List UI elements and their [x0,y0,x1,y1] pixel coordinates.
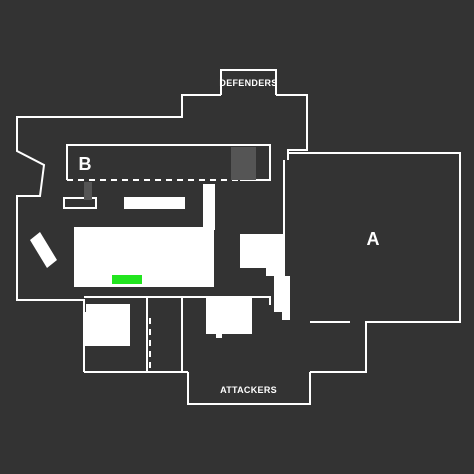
obstacle-lower-box [206,298,252,334]
site-a-label: A [367,229,380,249]
site-a-wall [287,152,461,373]
obstacle-lower-box-tab [216,334,222,338]
attackers-label: ATTACKERS [220,385,277,395]
obstacle-a-stair [274,276,290,320]
map-obstacles [30,184,290,346]
map-dashed-edges [67,179,240,368]
defenders-label: DEFENDERS [219,78,277,88]
outer-wall-west [16,94,221,372]
attackers-spawn-wall [187,372,311,405]
dark-block-b-ledge [84,182,92,200]
b-ledge-wall [63,197,97,209]
obstacle-angled-crate [30,232,57,268]
obstacle-mid-bar [124,197,185,209]
site-b-room-wall [66,144,271,181]
obstacle-southwest-box [84,304,130,346]
green-marker [112,275,142,284]
obstacle-a-entry [240,234,284,276]
map-walls [16,69,461,405]
site-b-label: B [79,154,92,174]
dark-block-b-room [231,147,256,180]
defenders-spawn-wall [220,69,277,95]
obstacle-pillar [203,184,215,230]
